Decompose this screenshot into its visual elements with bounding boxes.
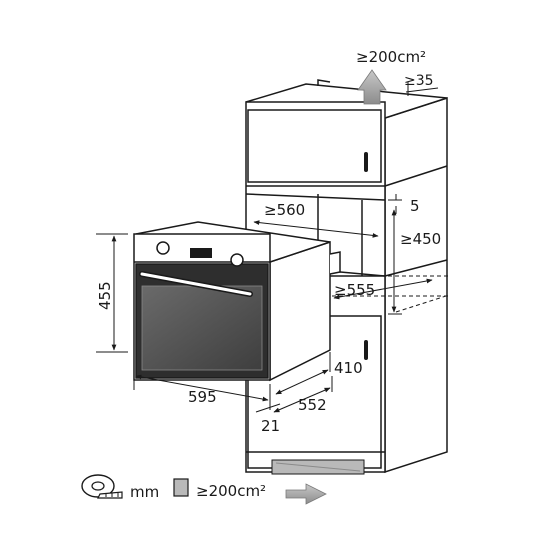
right-knob (230, 253, 244, 267)
vent-area-label: ≥200cm² (196, 482, 267, 500)
niche-height-label: ≥450 (400, 230, 442, 248)
upper-door-handle (364, 152, 368, 172)
lower-door-handle (364, 340, 368, 360)
bottom-vent-arrow (285, 483, 327, 505)
unit-label: mm (130, 483, 160, 501)
top-vent-label: ≥200cm² (356, 48, 427, 66)
oven-depth-label: 552 (298, 396, 327, 414)
bottom-vent (271, 459, 365, 475)
display-panel (190, 248, 212, 258)
tape-measure-icon (81, 474, 123, 499)
top-vent-arrow (357, 69, 387, 105)
top-gap-label: ≥35 (404, 73, 434, 89)
oven-width-label: 595 (188, 388, 217, 406)
left-knob (156, 241, 170, 255)
body-depth-label: 410 (334, 359, 363, 377)
oven-height-label: 455 (96, 281, 114, 310)
niche-width-label: ≥560 (264, 201, 306, 219)
clearance-5-label: 5 (410, 197, 420, 215)
grey-square-icon (173, 478, 189, 497)
niche-depth-guides (332, 275, 448, 313)
front-thickness-label: 21 (261, 417, 281, 435)
niche-depth-label: ≥555 (334, 281, 376, 299)
dimension-lines (96, 82, 439, 413)
oven-door-handle (139, 271, 253, 297)
